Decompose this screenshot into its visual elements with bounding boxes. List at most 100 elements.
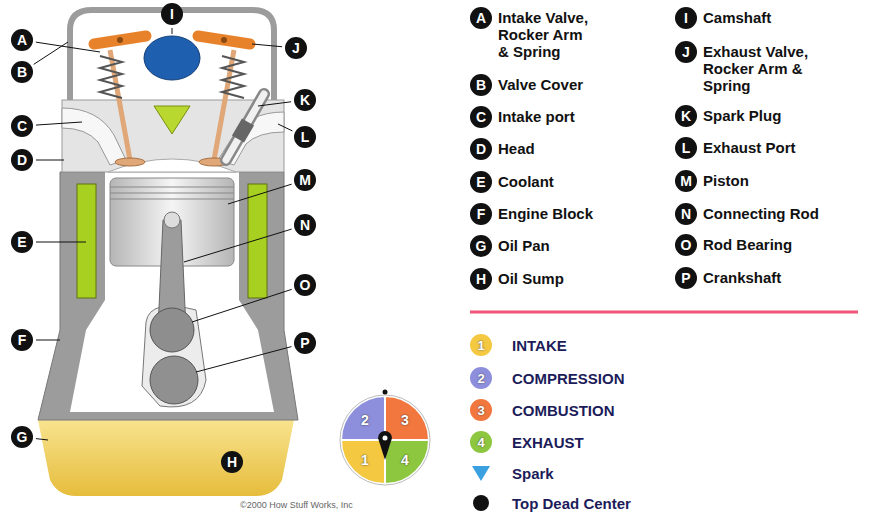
leader-line (252, 44, 282, 47)
part-name: Rod Bearing (703, 236, 792, 253)
key-letter: M (675, 170, 697, 192)
leader-line (278, 124, 292, 131)
wheel-rim (340, 395, 430, 485)
intake-valve-head (115, 158, 145, 166)
key-letter: E (470, 171, 492, 193)
leader-line (192, 289, 292, 322)
pointer-hub (383, 436, 388, 441)
part-name: Engine Block (498, 205, 593, 222)
key-letter: B (470, 74, 492, 96)
part-name: Camshaft (703, 9, 771, 26)
callout-letter: G (11, 426, 33, 448)
stroke-sector (385, 440, 429, 484)
coolant-passage (248, 184, 267, 298)
spark-plug-insulator (226, 94, 264, 160)
key-letter: J (675, 41, 697, 63)
callout-letter: N (294, 214, 316, 236)
legend-text: INTAKE (512, 337, 567, 354)
legend-number: 3 (477, 403, 484, 418)
legend-number: 2 (477, 371, 484, 386)
key-letter: F (470, 203, 492, 225)
callout-letter: M (294, 169, 316, 191)
stroke-wheel (340, 390, 430, 486)
key-letter: P (675, 267, 697, 289)
intake-rocker-arm (94, 36, 146, 44)
crankshaft (150, 356, 198, 404)
part-name: Intake Valve, Rocker Arm & Spring (498, 9, 594, 60)
part-name: Coolant (498, 173, 554, 190)
legend-text: EXHAUST (512, 434, 584, 451)
rocker-pivot (117, 37, 123, 43)
exhaust-rocker-arm (198, 36, 250, 44)
part-name: Connecting Rod (703, 205, 819, 222)
wheel-pointer (378, 431, 392, 460)
crank-web (142, 306, 206, 407)
stroke-number: 3 (401, 412, 409, 428)
leader-line (196, 347, 291, 372)
leader-line (228, 184, 292, 204)
leader-line (36, 42, 100, 52)
legend-number: 1 (477, 338, 484, 353)
part-name: Head (498, 140, 535, 157)
part-name: Oil Pan (498, 237, 550, 254)
callout-letter: C (11, 115, 33, 137)
rod-bearing (150, 308, 194, 352)
piston-ring (110, 187, 234, 188)
combustion-chamber (108, 159, 236, 172)
legend-text: COMPRESSION (512, 370, 625, 387)
stroke-number: 2 (361, 412, 369, 428)
callout-letter: A (11, 29, 33, 51)
callout-letter: J (285, 37, 307, 59)
piston-pin (164, 212, 180, 228)
stroke-number: 4 (401, 452, 409, 468)
callout-letter: F (11, 329, 33, 351)
part-name: Piston (703, 172, 749, 189)
leader-line (36, 340, 60, 341)
spark-plug-body (226, 94, 264, 160)
key-letter: D (470, 138, 492, 160)
part-name: Valve Cover (498, 76, 583, 93)
leader-line (172, 28, 173, 34)
leader-line (184, 229, 292, 262)
legend-text: Top Dead Center (512, 495, 631, 512)
key-letter: I (675, 7, 697, 29)
leader-lines (34, 28, 293, 440)
divider-line (470, 311, 858, 314)
intake-valve-stem (110, 50, 130, 160)
stroke-number: 1 (361, 452, 369, 468)
key-letter: G (470, 235, 492, 257)
callout-letter: I (161, 3, 183, 25)
leader-line (258, 102, 291, 106)
key-letter: L (675, 137, 697, 159)
key-letter: N (675, 203, 697, 225)
intake-valve-spring (100, 56, 122, 98)
part-name: Intake port (498, 108, 575, 125)
oil-pan (38, 420, 294, 496)
camshaft (144, 36, 200, 80)
part-name: Spark Plug (703, 107, 781, 124)
leader-line (36, 242, 86, 243)
leader-line (34, 42, 68, 64)
stroke-sector (341, 396, 385, 440)
piston-ring (110, 193, 234, 194)
stroke-sector (385, 396, 429, 440)
part-name: Exhaust Port (703, 139, 796, 156)
legend-text: COMBUSTION (512, 402, 615, 419)
key-letter: C (470, 106, 492, 128)
leader-line (36, 160, 64, 161)
spark-symbol (472, 466, 490, 481)
rocker-pivot (221, 37, 227, 43)
key-letter: K (675, 105, 697, 127)
coolant-passage (77, 184, 96, 298)
crankcase-space (70, 172, 274, 412)
part-name: Crankshaft (703, 269, 781, 286)
top-dead-center-mark (383, 390, 388, 395)
intake-port (62, 108, 126, 165)
cam-lobe (154, 106, 190, 134)
piston-ring (110, 199, 234, 200)
key-letter: O (675, 234, 697, 256)
callout-letter: B (11, 61, 33, 83)
legend-number: 4 (477, 435, 484, 450)
callout-letter: D (11, 149, 33, 171)
